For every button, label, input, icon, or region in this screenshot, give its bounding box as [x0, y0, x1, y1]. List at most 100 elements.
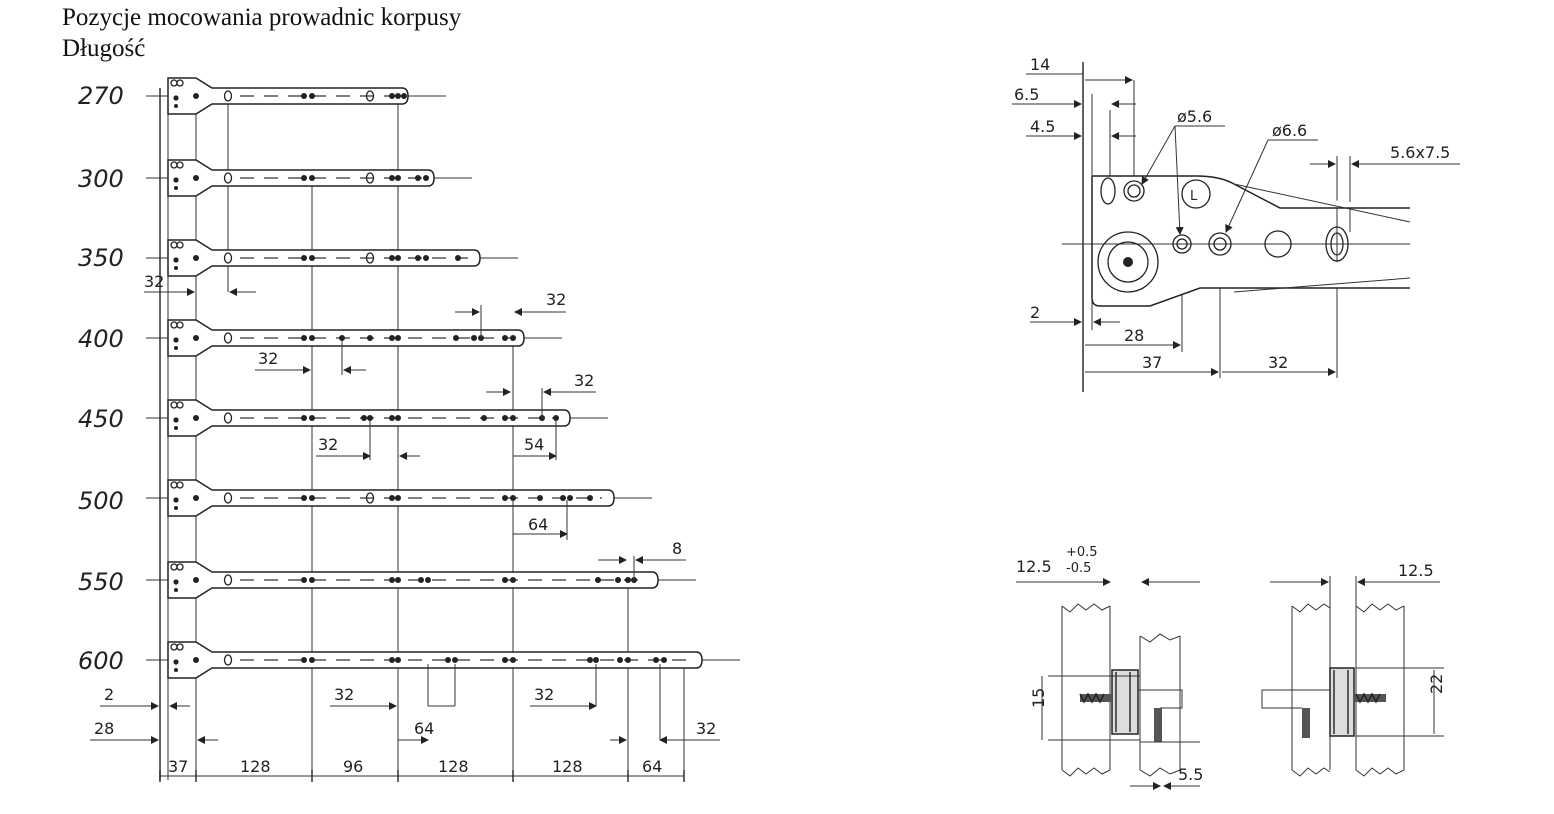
rail-slot: [223, 492, 233, 504]
rail-hole: [537, 495, 543, 501]
rail-hole: [176, 241, 184, 249]
rail-hole: [301, 93, 307, 99]
rail-hole: [174, 186, 178, 190]
rail-hole: [389, 175, 395, 181]
rail-hole: [176, 563, 184, 571]
rail-hole: [309, 93, 315, 99]
rail-hole: [174, 104, 178, 108]
rail-hole: [395, 255, 401, 261]
dim-28: 28: [94, 719, 114, 738]
rail-hole: [309, 415, 315, 421]
rail-hole: [510, 415, 516, 421]
diagram-title: Pozycje mocowania prowadnic korpusy Dług…: [62, 2, 461, 64]
dim-32-400-right: 32: [546, 290, 566, 309]
rail-hole: [176, 481, 184, 489]
dim-8: 8: [672, 539, 682, 558]
rail-hole: [301, 577, 307, 583]
dim-28-top: 28: [1124, 326, 1144, 345]
dim-32-top: 32: [1268, 353, 1288, 372]
rail-hole: [193, 657, 199, 663]
rail-slot: [223, 654, 233, 666]
length-label: 500: [78, 487, 124, 515]
dim-phi-5-6: ø5.6: [1177, 107, 1212, 126]
rail-hole: [625, 657, 631, 663]
rail-hole: [174, 266, 178, 270]
rail-hole: [415, 175, 421, 181]
rail-hole: [193, 93, 199, 99]
dim-22: 22: [1427, 674, 1446, 694]
rail-hole: [301, 175, 307, 181]
rail-hole: [471, 335, 477, 341]
rail-slot: [223, 332, 233, 344]
dim-32-b: 32: [534, 685, 554, 704]
rail-hole: [510, 577, 516, 583]
rail-hole: [423, 255, 429, 261]
rail-hole: [395, 175, 401, 181]
rail-slot: [223, 412, 233, 424]
rail-hole: [367, 415, 373, 421]
bottom-dim: 128: [240, 757, 271, 776]
rail-hole: [625, 577, 631, 583]
rail-hole: [176, 79, 184, 87]
dim-32-a: 32: [334, 685, 354, 704]
rail-hole: [661, 657, 667, 663]
rail-hole: [502, 495, 508, 501]
rail-hole: [301, 657, 307, 663]
rail-hole: [553, 415, 559, 421]
rail-slot: [223, 172, 233, 184]
rail-slot: [365, 492, 375, 504]
rail-hole: [587, 657, 593, 663]
bottom-dim: 96: [343, 757, 363, 776]
rail-slot: [223, 90, 233, 102]
rail-hole: [481, 415, 487, 421]
rail-hole: [389, 577, 395, 583]
rail-hole: [193, 335, 199, 341]
rail-hole: [176, 161, 184, 169]
rail-hole: [173, 497, 179, 503]
rail-hole: [395, 657, 401, 663]
mounting-section-right: 22 12.5: [1261, 561, 1446, 777]
rail-hole: [389, 495, 395, 501]
rail-hole: [395, 93, 401, 99]
rail-hole: [174, 426, 178, 430]
rail-hole: [389, 255, 395, 261]
rail-hole: [389, 657, 395, 663]
rail-hole: [174, 346, 178, 350]
dim-32-c: 32: [696, 719, 716, 738]
rail-hole: [176, 643, 184, 651]
rail-hole: [193, 495, 199, 501]
dim-54: 54: [524, 435, 544, 454]
rail-hole: [560, 495, 566, 501]
rail-hole: [510, 335, 516, 341]
rail-hole: [423, 175, 429, 181]
rail-hole: [176, 401, 184, 409]
rail-hole: [173, 337, 179, 343]
bottom-dim: 128: [552, 757, 583, 776]
rail-hole: [173, 177, 179, 183]
rail-hole: [301, 335, 307, 341]
rail-hole: [173, 417, 179, 423]
title-line-2: Długość: [62, 35, 146, 62]
rail-hole: [309, 495, 315, 501]
rail-hole: [309, 577, 315, 583]
rail-hole: [389, 335, 395, 341]
rail-hole: [389, 415, 395, 421]
rail-hole: [301, 415, 307, 421]
rail-hole: [455, 255, 461, 261]
rail-hole: [587, 495, 593, 501]
rail-hole: [418, 577, 424, 583]
rail-hole: [445, 657, 451, 663]
tolerance-minus: -0.5: [1066, 561, 1091, 576]
rail-hole: [617, 657, 623, 663]
dim-12-5-left: 12.5: [1016, 557, 1052, 576]
bottom-dim: 37: [168, 757, 188, 776]
rail-length-drawings: 270 300 350 400 450 500 550 600 32 32 32…: [78, 77, 740, 782]
rail-hole: [401, 93, 407, 99]
length-label: 300: [78, 165, 124, 193]
rail-hole: [395, 495, 401, 501]
rail-hole: [389, 93, 395, 99]
rail-hole: [193, 175, 199, 181]
dim-5-5: 5.5: [1178, 765, 1203, 784]
rail-hole: [309, 335, 315, 341]
